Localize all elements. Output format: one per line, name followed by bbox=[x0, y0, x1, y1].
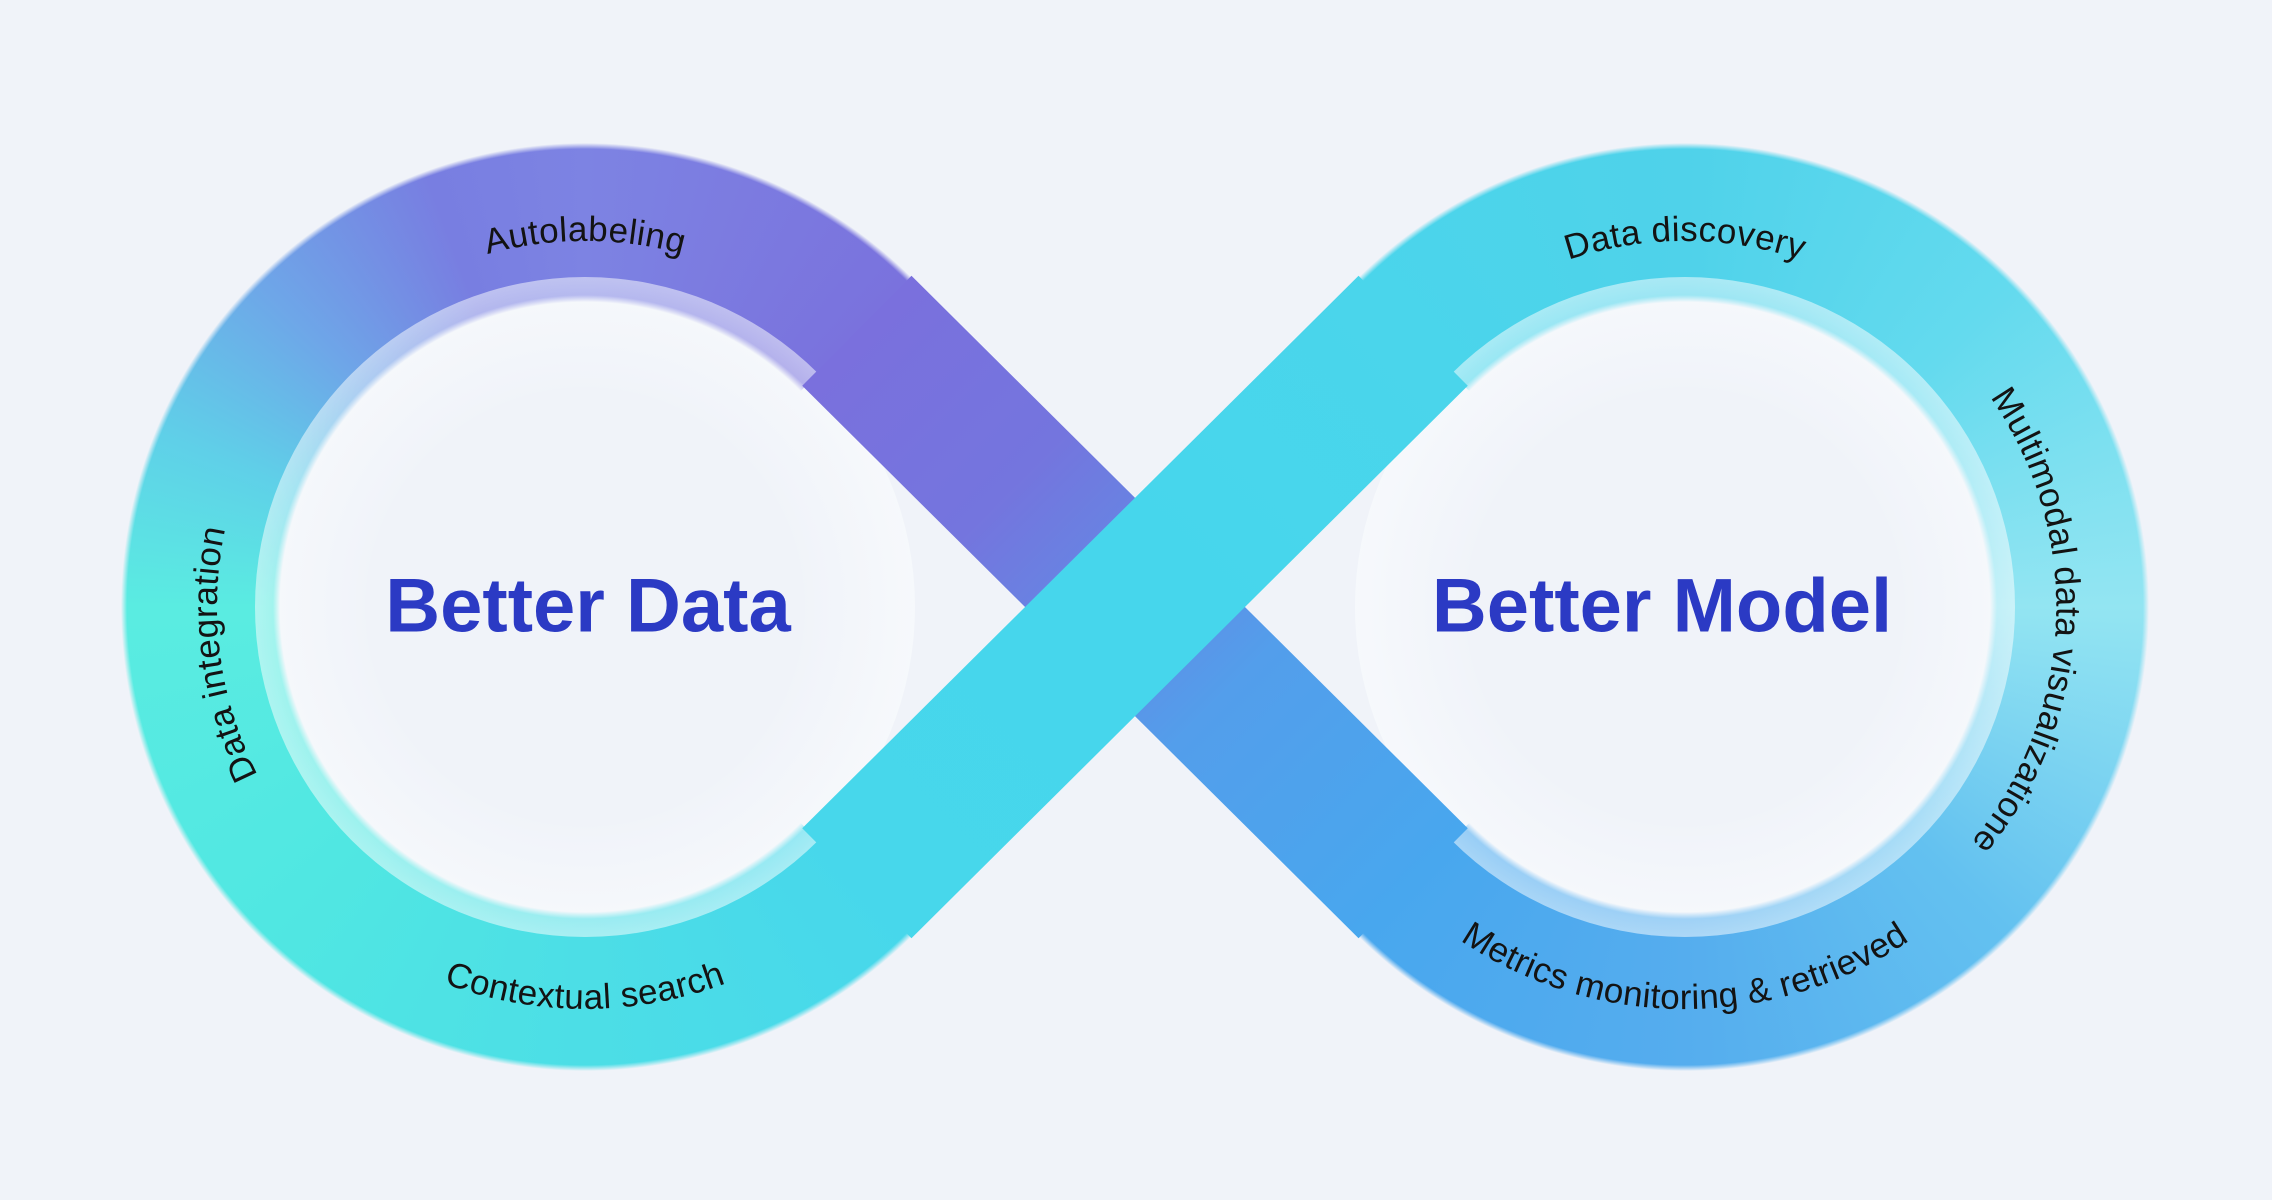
label-autolabeling: Autolabeling bbox=[480, 210, 690, 262]
label-metrics-monitoring-text: Metrics monitoring & retrieved bbox=[1456, 914, 1914, 1017]
label-contextual-search-text: Contextual search bbox=[441, 954, 729, 1017]
right-loop-title: Better Model bbox=[1431, 563, 1893, 649]
label-data-integration-text: Data integration bbox=[186, 523, 265, 789]
label-multimodal-data-visualization: Multimodal data visualizatione bbox=[1964, 380, 2087, 862]
left-loop-title: Better Data bbox=[385, 563, 791, 649]
label-contextual-search: Contextual search bbox=[441, 954, 729, 1017]
label-data-discovery-text: Data discovery bbox=[1560, 210, 1811, 268]
label-multimodal-data-visualization-text: Multimodal data visualizatione bbox=[1964, 380, 2087, 862]
label-metrics-monitoring: Metrics monitoring & retrieved bbox=[1456, 914, 1915, 1017]
label-data-integration: Data integration bbox=[186, 523, 265, 789]
label-autolabeling-text: Autolabeling bbox=[480, 210, 690, 262]
label-data-discovery: Data discovery bbox=[1560, 210, 1811, 268]
